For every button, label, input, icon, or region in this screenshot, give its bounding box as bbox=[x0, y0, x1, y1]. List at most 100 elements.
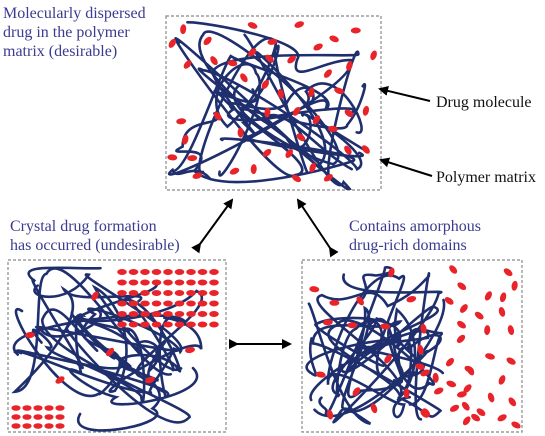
drug-molecule bbox=[140, 300, 150, 307]
drug-molecule bbox=[151, 300, 162, 307]
drug-molecule bbox=[498, 307, 506, 317]
drug-molecule bbox=[209, 321, 219, 328]
drug-molecule bbox=[22, 405, 32, 411]
drug-molecule bbox=[209, 290, 219, 296]
drug-molecule bbox=[503, 268, 513, 277]
drug-molecule bbox=[163, 321, 173, 328]
crystal-formation-content bbox=[11, 266, 219, 432]
drug-molecule bbox=[186, 290, 196, 296]
drug-molecule bbox=[174, 300, 185, 307]
drug-molecule bbox=[511, 421, 521, 429]
drug-molecule bbox=[499, 292, 507, 303]
polymer-chain bbox=[313, 327, 444, 418]
drug-molecule bbox=[151, 321, 162, 328]
drug-molecule bbox=[296, 133, 306, 142]
drug-molecule bbox=[174, 279, 185, 286]
drug-molecule bbox=[197, 300, 208, 307]
drug-molecule bbox=[309, 162, 317, 173]
drug-molecule bbox=[186, 321, 196, 328]
drug-molecule bbox=[487, 392, 495, 403]
drug-molecule bbox=[151, 311, 162, 317]
caption-line: Contains amorphous bbox=[349, 218, 481, 235]
drug-molecule bbox=[44, 405, 54, 411]
polymer-chain bbox=[13, 308, 179, 395]
drug-molecule bbox=[457, 320, 466, 329]
polymer-chain bbox=[12, 314, 186, 399]
drug-molecule bbox=[33, 405, 43, 411]
drug-molecule bbox=[313, 43, 323, 51]
drug-molecule bbox=[197, 269, 208, 275]
drug-molecule bbox=[446, 380, 457, 388]
drug-molecule bbox=[44, 423, 54, 429]
drug-molecule bbox=[265, 54, 274, 63]
drug-molecule bbox=[329, 35, 339, 43]
drug-molecule bbox=[388, 267, 395, 278]
drug-molecule bbox=[209, 300, 219, 307]
drug-molecule bbox=[497, 414, 507, 422]
drug-molecule bbox=[22, 423, 32, 429]
drug-molecule bbox=[210, 56, 218, 66]
drug-molecule bbox=[334, 87, 344, 95]
drug-molecule bbox=[433, 387, 444, 395]
drug-molecule bbox=[174, 321, 185, 328]
polymer-chain bbox=[33, 273, 183, 368]
drug-molecule bbox=[33, 423, 43, 429]
drug-molecule bbox=[117, 311, 127, 317]
caption-line: has occurred (undesirable) bbox=[10, 237, 180, 254]
drug-molecule bbox=[197, 321, 208, 328]
drug-molecule bbox=[44, 414, 54, 420]
drug-molecule bbox=[362, 105, 370, 116]
drug-molecule bbox=[145, 376, 155, 384]
drug-molecule bbox=[285, 149, 293, 158]
caption-line: drug in the polymer bbox=[3, 24, 130, 41]
drug-molecule bbox=[420, 369, 430, 377]
drug-molecule bbox=[370, 403, 378, 414]
drug-molecule bbox=[261, 79, 270, 90]
drug-molecule bbox=[511, 280, 518, 291]
drug-molecule bbox=[315, 371, 326, 378]
drug-molecule bbox=[163, 290, 173, 296]
drug-molecule bbox=[128, 290, 139, 296]
drug-molecule bbox=[128, 269, 139, 275]
drug-molecule bbox=[417, 344, 424, 355]
drug-molecule bbox=[484, 325, 491, 336]
drug-molecule bbox=[262, 148, 272, 157]
label-drug-molecule: Drug molecule bbox=[436, 94, 532, 111]
drug-molecule bbox=[508, 397, 517, 407]
drug-molecule bbox=[117, 300, 127, 307]
drug-molecule bbox=[197, 311, 208, 317]
drug-molecule bbox=[11, 414, 21, 420]
drug-molecule bbox=[185, 346, 195, 354]
drug-molecule bbox=[462, 416, 471, 426]
drug-molecule bbox=[346, 60, 353, 71]
drug-molecule bbox=[356, 296, 364, 306]
polymer-chain bbox=[170, 54, 364, 173]
drug-molecule bbox=[11, 423, 21, 429]
drug-molecule bbox=[227, 60, 238, 67]
drug-molecule bbox=[406, 296, 417, 303]
drug-molecule bbox=[456, 391, 467, 398]
drug-molecule bbox=[370, 50, 377, 61]
molecular-dispersion-content bbox=[167, 20, 377, 190]
drug-molecule bbox=[287, 55, 296, 64]
drug-molecule bbox=[176, 118, 187, 125]
drug-molecule bbox=[309, 286, 320, 293]
drug-molecule bbox=[352, 387, 361, 396]
drug-molecule bbox=[117, 290, 127, 296]
drug-molecule bbox=[55, 405, 65, 411]
drug-molecule bbox=[344, 145, 352, 155]
drug-molecule bbox=[250, 164, 257, 175]
drug-molecule bbox=[403, 388, 410, 399]
drug-molecule bbox=[415, 363, 425, 370]
drug-molecule bbox=[507, 325, 515, 336]
drug-molecule bbox=[461, 401, 470, 411]
drug-molecule bbox=[186, 311, 196, 317]
drug-molecule bbox=[174, 290, 185, 296]
drug-molecule bbox=[183, 60, 192, 69]
polymer-chain bbox=[175, 112, 356, 184]
drug-molecule bbox=[197, 290, 208, 296]
drug-molecule bbox=[308, 87, 315, 98]
drug-molecule bbox=[294, 21, 305, 28]
drug-molecule bbox=[485, 353, 495, 360]
